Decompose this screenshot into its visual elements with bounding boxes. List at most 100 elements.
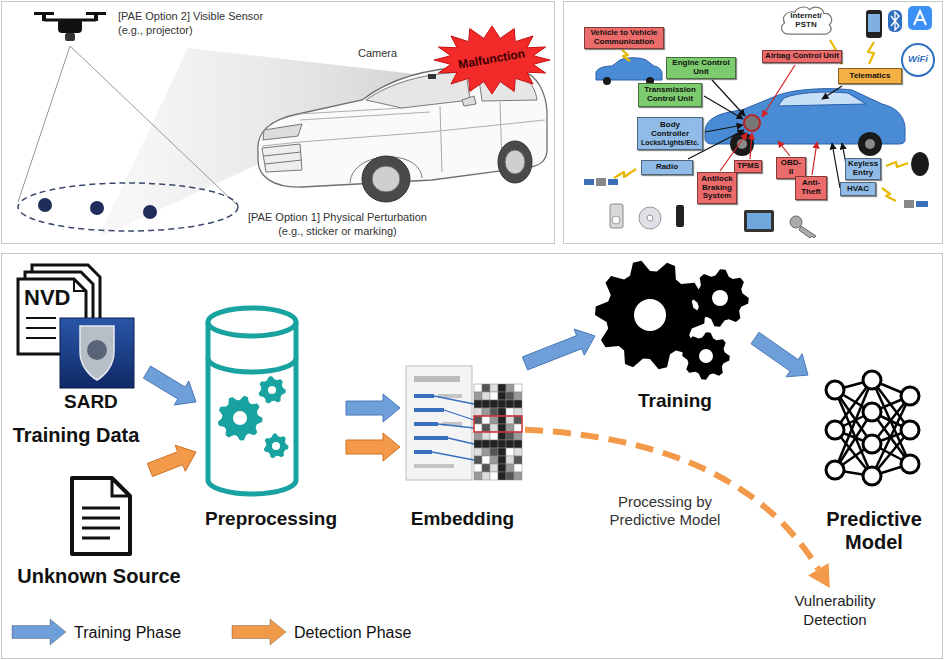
target-area — [18, 183, 238, 231]
legend-arrow-shape — [12, 619, 66, 645]
process-step: Embedding — [400, 360, 525, 530]
network-neuron — [826, 461, 844, 479]
wheel — [362, 156, 410, 202]
headlight — [263, 124, 302, 140]
matrix-cell — [506, 408, 514, 416]
block-arrow — [751, 332, 808, 377]
perturbation-label: [PAE Option 1] Physical Perturbation (e.… — [240, 210, 435, 239]
block-arrow — [522, 329, 595, 370]
document-line — [414, 450, 432, 454]
network-neuron — [863, 435, 881, 453]
ecu-hub — [744, 115, 760, 131]
matrix-cell — [482, 416, 490, 424]
key-fob — [911, 152, 929, 176]
component-box: Keyless Entry — [845, 158, 881, 180]
matrix-cell — [474, 392, 482, 400]
matrix-cell — [498, 472, 506, 480]
component-box: TPMS — [734, 160, 762, 173]
node-label: Telematics — [850, 72, 891, 81]
matrix-cell — [482, 392, 490, 400]
node-label: Radio — [656, 163, 678, 172]
component-box: Anti-Theft — [795, 176, 827, 200]
process-step: Unknown Source — [8, 470, 190, 588]
matrix-cell — [474, 456, 482, 464]
document-icon — [72, 478, 130, 554]
legend-text: Training Phase — [74, 623, 181, 643]
lightning-bolt — [622, 50, 630, 61]
block-arrow — [346, 394, 400, 422]
matrix-cell — [498, 456, 506, 464]
satellite — [904, 200, 928, 208]
drone-body — [58, 19, 82, 33]
leader-line — [750, 133, 752, 159]
page-fold — [112, 478, 130, 496]
node-label: Training Data — [13, 424, 140, 447]
matrix-cell — [514, 448, 522, 456]
generated-icons — [218, 26, 919, 485]
matrix-cell — [498, 432, 506, 440]
legend-arrow — [10, 618, 68, 646]
tablet — [744, 210, 774, 232]
dataset-name: NVD — [24, 284, 70, 313]
leader-line — [822, 86, 842, 99]
matrix-cell — [506, 392, 514, 400]
lightning-bolt — [886, 162, 908, 167]
block-arrow — [147, 445, 196, 476]
wifi-logo-text: WiFi — [904, 53, 932, 65]
matrix-cell — [490, 448, 498, 456]
matrix-cell — [482, 464, 490, 472]
matrix-cell — [490, 408, 498, 416]
document-line — [26, 318, 56, 338]
phone-screen — [868, 14, 880, 32]
legend-text: Detection Phase — [294, 623, 411, 643]
leader-line — [778, 141, 790, 156]
node-label: Antilock Braking System — [700, 175, 734, 202]
matrix-highlight — [474, 416, 522, 432]
app-glyph — [914, 11, 926, 25]
dashed-line — [525, 430, 818, 569]
body-line — [262, 108, 545, 146]
network-neuron — [901, 455, 919, 473]
matrix-cell — [498, 400, 506, 408]
mirror — [462, 96, 476, 106]
matrix-cell — [506, 464, 514, 472]
process-step: Preprocessing — [196, 300, 346, 530]
matrix-cell — [498, 440, 506, 448]
leader-line — [832, 143, 840, 188]
gear-hole — [712, 290, 728, 306]
wireless-bolts — [614, 40, 908, 201]
block-arrow — [346, 433, 400, 461]
database-cylinder — [208, 308, 296, 494]
component-box: OBD-II — [776, 157, 806, 179]
matrix-cell — [490, 424, 498, 432]
gear-hole — [268, 386, 276, 394]
matrix-cell — [482, 432, 490, 440]
wifi-icon — [902, 44, 934, 76]
gear-hole — [634, 299, 666, 331]
panel — [564, 2, 943, 244]
matrix-cell — [474, 400, 482, 408]
player-wheel — [612, 216, 620, 224]
wheel — [603, 77, 611, 85]
gear-icon — [218, 396, 263, 441]
camera-unit — [428, 74, 436, 79]
matrix-cell — [490, 472, 498, 480]
component-box: Antilock Braking System — [697, 172, 737, 204]
matrix-cell — [514, 416, 522, 424]
legend-arrow — [230, 618, 288, 646]
network-neuron — [901, 387, 919, 405]
dashed-flow-arrow — [525, 430, 830, 588]
matrix-cell — [514, 456, 522, 464]
node-label: Embedding — [411, 508, 514, 530]
matrix-cell — [514, 472, 522, 480]
node-sublabel: Locks/Lights/Etc. — [641, 139, 699, 147]
network-neuron — [863, 371, 881, 389]
document-line — [414, 376, 460, 382]
node-label: Internet/ PSTN — [784, 12, 828, 30]
gear-icon — [259, 376, 286, 403]
matrix-cell — [506, 432, 514, 440]
matrix-cell — [474, 416, 482, 424]
door-line — [440, 102, 502, 172]
gear-hole — [272, 442, 280, 450]
